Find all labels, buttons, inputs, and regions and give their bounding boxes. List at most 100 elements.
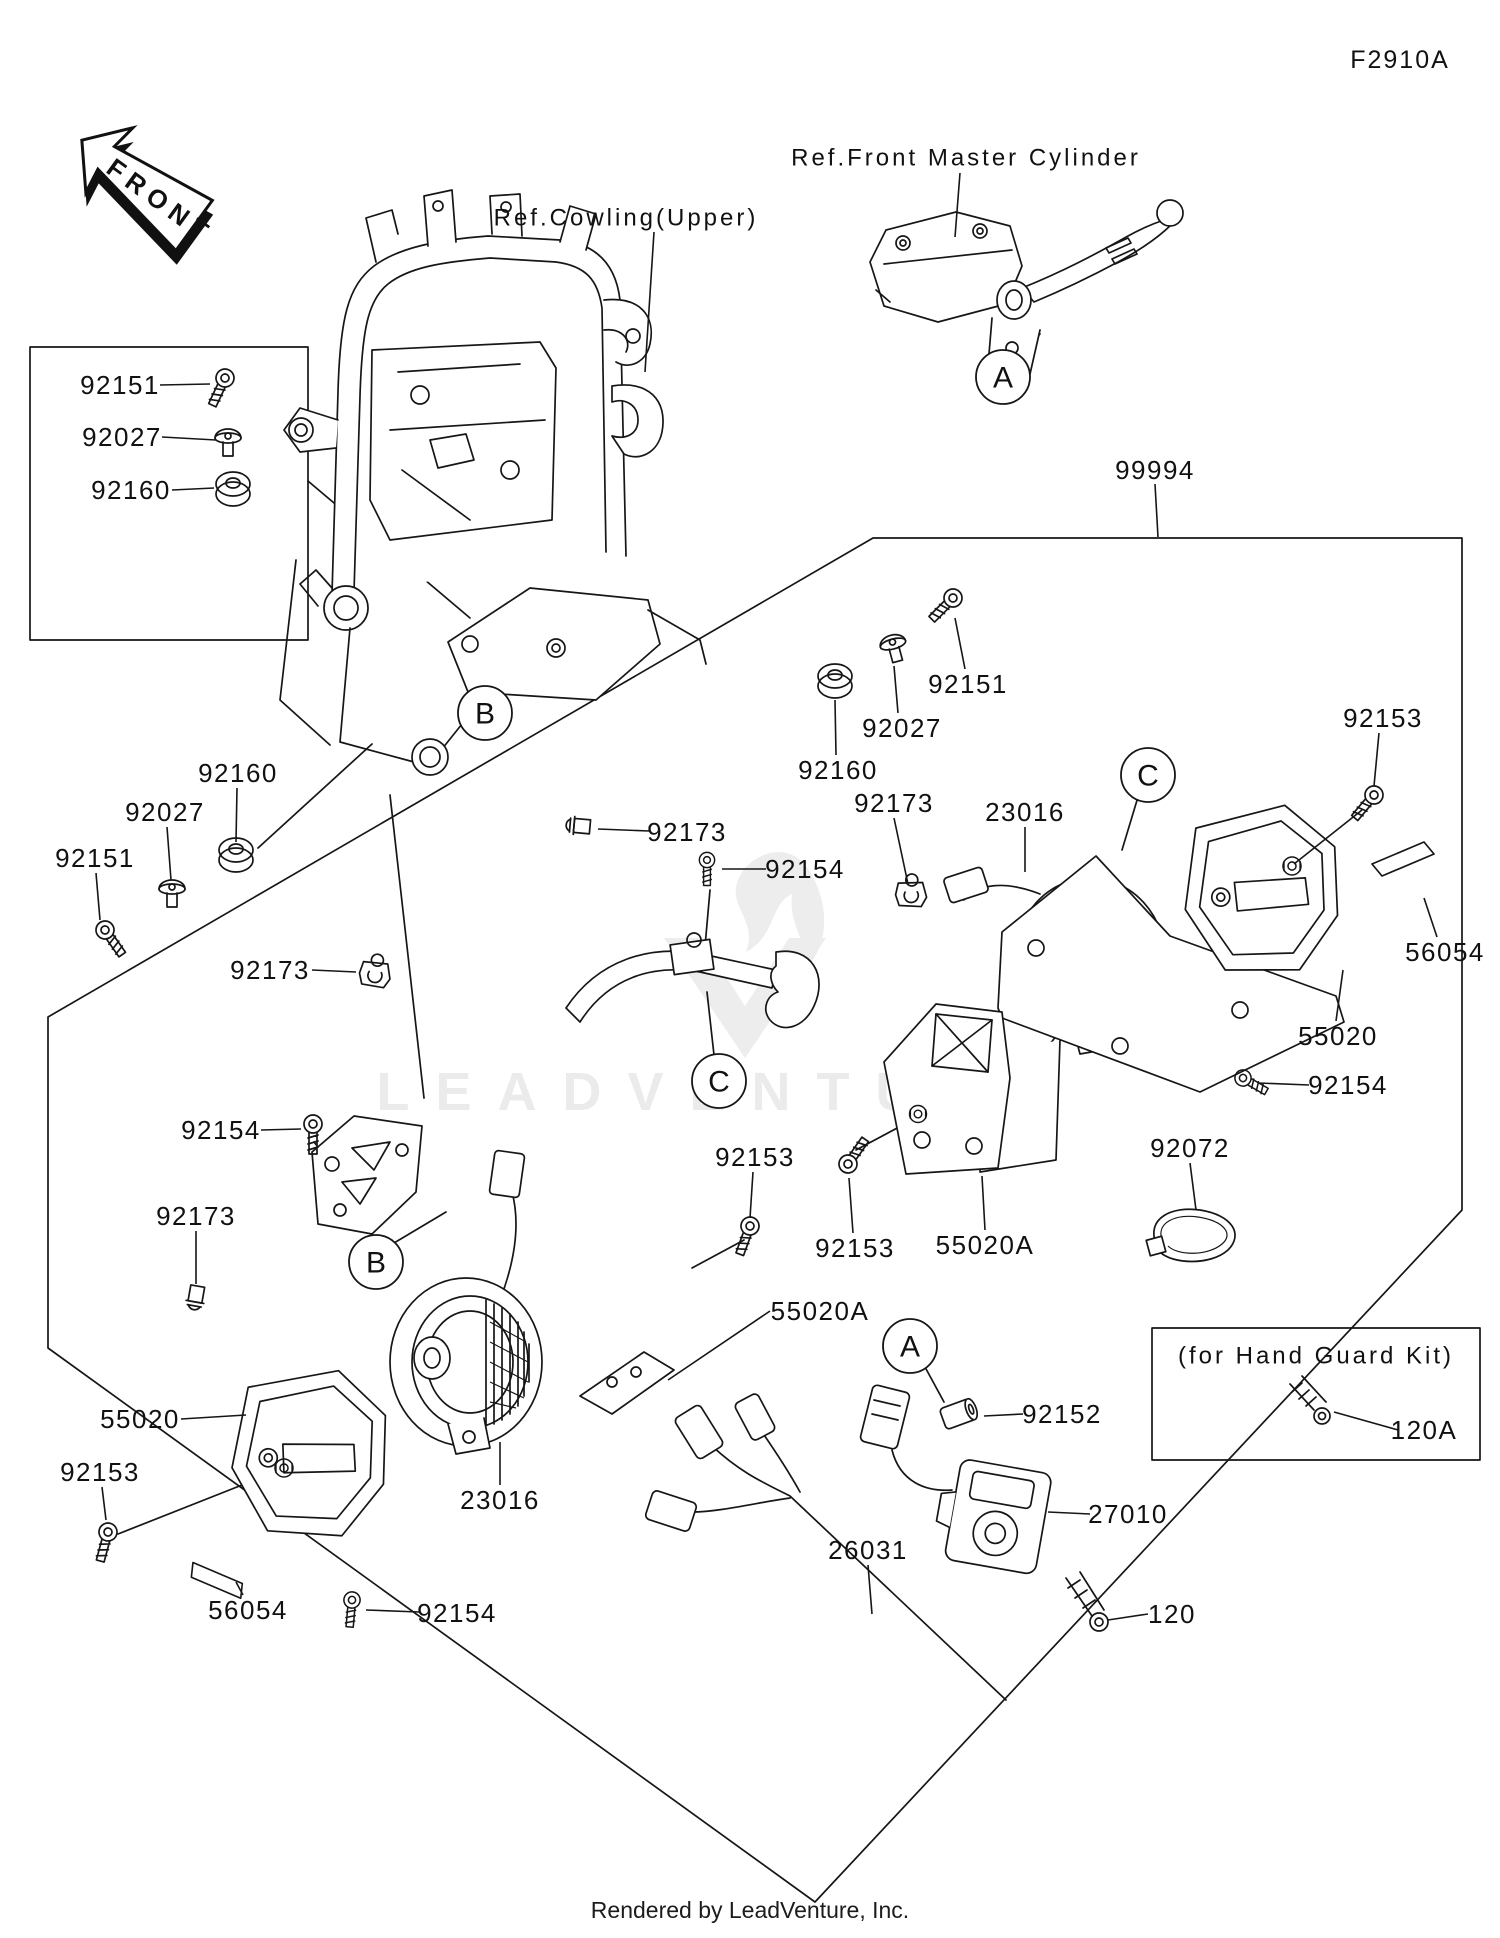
callout-leader-line [161, 436, 217, 441]
aux-leader-lines [117, 333, 1139, 1535]
callout-leader-line [1293, 809, 1363, 865]
assembly-marker-c: C [691, 1053, 747, 1109]
callout-leader-line [848, 1177, 854, 1234]
part-number-callout: 99994 [1115, 455, 1195, 485]
callout-leader-line [180, 1414, 247, 1420]
cable-tie-92072 [1145, 1208, 1236, 1263]
callout-leader-line [954, 617, 966, 670]
callout-leader-line [981, 1175, 986, 1231]
callout-leader-line [1107, 1613, 1149, 1621]
callout-leader-line [667, 1310, 771, 1381]
callout-leader-line [954, 172, 961, 238]
lamp-cover-left [221, 1354, 403, 1551]
part-number-callout: 56054 [208, 1595, 288, 1625]
callout-leader-line [1189, 1162, 1197, 1211]
part-number-callout: 92173 [156, 1201, 236, 1231]
part-number-callout: 92027 [862, 713, 942, 743]
callout-leader-line [311, 969, 357, 973]
part-number-callout: 92152 [1022, 1399, 1102, 1429]
hand-guard-kit-title: (for Hand Guard Kit) [1178, 1343, 1454, 1370]
part-number-callout: 92154 [181, 1115, 261, 1145]
callout-leader-line [101, 1486, 107, 1521]
part-number-callout: 92151 [928, 669, 1008, 699]
part-number-callout: 55020 [100, 1404, 180, 1434]
lamp-bracket-center [883, 1003, 1011, 1175]
lamp-stay-drawing [565, 871, 931, 1029]
callout-leader-line [159, 383, 211, 386]
callout-leader-line [644, 231, 655, 373]
part-number-callout: 120A [1391, 1415, 1458, 1445]
callout-leader-line [1333, 1411, 1399, 1431]
callout-leader-line [1154, 483, 1159, 538]
callout-leader-line [1257, 1082, 1310, 1086]
part-number-callout: 55020A [936, 1230, 1035, 1260]
part-number-callout: 92173 [230, 955, 310, 985]
svg-text:C: C [708, 1066, 730, 1099]
part-number-callout: 55020A [771, 1296, 870, 1326]
cowling-frame-drawing [279, 189, 707, 776]
part-number-callout: 92151 [80, 370, 160, 400]
callout-leader-line [597, 828, 650, 832]
part-number-callout: 92153 [715, 1142, 795, 1172]
assembly-marker-a: A [975, 349, 1031, 405]
damper-92152 [939, 1397, 979, 1430]
callout-leader-line [235, 1581, 244, 1596]
part-number-callout: 92027 [82, 422, 162, 452]
callout-leader-line [893, 665, 899, 714]
diagram-code: F2910A [1350, 46, 1450, 74]
reflector-strip-right [1371, 841, 1435, 877]
reference-label: Ref.Front Master Cylinder [791, 145, 1141, 172]
lamp-plate-left [579, 1351, 675, 1415]
assembly-marker-b: B [348, 1234, 404, 1290]
svg-text:B: B [366, 1247, 386, 1280]
assembly-marker-b: B [457, 685, 513, 741]
callout-leader-line [834, 699, 837, 756]
svg-text:B: B [475, 698, 495, 731]
part-number-callout: 27010 [1088, 1499, 1168, 1529]
callout-leader-line [171, 487, 215, 491]
callout-leader-line [1373, 732, 1380, 787]
part-number-callout: 92154 [417, 1598, 497, 1628]
part-number-callout: 92154 [1308, 1070, 1388, 1100]
svg-text:A: A [993, 362, 1013, 395]
callout-leader-line [365, 1609, 420, 1613]
part-number-callout: 92160 [91, 475, 171, 505]
front-direction-arrow: FRONT [80, 125, 220, 265]
harness-26031-drawing [644, 1393, 1007, 1701]
part-number-callout: 92072 [1150, 1133, 1230, 1163]
callout-leader-line [95, 872, 101, 921]
master-cylinder-drawing [869, 199, 1184, 375]
part-number-callout: 92151 [55, 843, 135, 873]
hand-guard-kit-box: (for Hand Guard Kit) [1151, 1327, 1481, 1461]
part-number-callout: 23016 [460, 1485, 540, 1515]
part-number-callout: 26031 [828, 1535, 908, 1565]
part-number-callout: 92173 [854, 788, 934, 818]
callout-leader-line [260, 1128, 302, 1131]
part-number-callout: 92153 [815, 1233, 895, 1263]
callout-leader-line [166, 826, 172, 881]
part-number-callout: 92027 [125, 797, 205, 827]
bolt-120a [1289, 1375, 1331, 1425]
callout-leader-line [1335, 969, 1344, 1022]
svg-text:A: A [900, 1331, 920, 1364]
callout-leader-line [867, 1564, 873, 1615]
callout-leader-line [749, 1171, 754, 1219]
callout-leader-line [235, 787, 238, 843]
reference-label: Ref.Cowling(Upper) [494, 205, 759, 232]
callout-leader-line [1047, 1511, 1091, 1515]
assembly-marker-c: C [1120, 747, 1176, 803]
left-lamp-bracket [311, 1115, 423, 1235]
footer-credit: Rendered by LeadVenture, Inc. [591, 1897, 909, 1923]
part-number-callout: 92160 [198, 758, 278, 788]
switch-27010-drawing [859, 1384, 1052, 1575]
part-number-callout: 92160 [798, 755, 878, 785]
part-number-callout: 92173 [647, 817, 727, 847]
bolt-120 [1065, 1571, 1109, 1632]
part-number-callout: 120 [1148, 1599, 1196, 1629]
callout-leader-line [983, 1413, 1024, 1417]
part-number-callout: 92154 [765, 854, 845, 884]
svg-text:C: C [1137, 760, 1159, 793]
callout-leader-line [893, 817, 909, 885]
